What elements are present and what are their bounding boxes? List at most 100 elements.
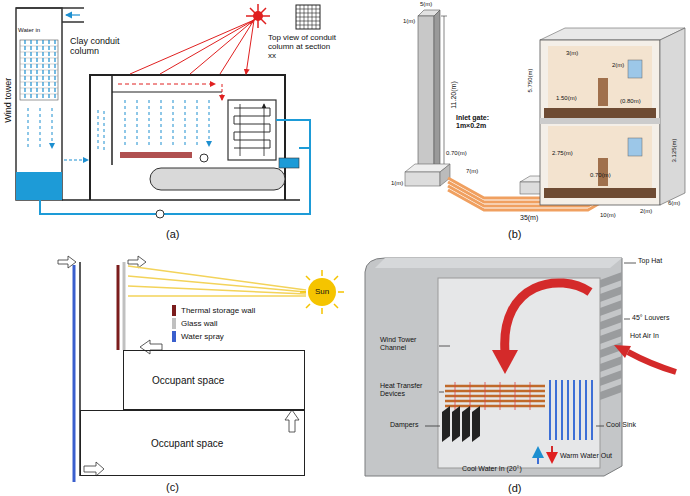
wind-tower-cutaway (438, 278, 600, 468)
wind-tower-system (40, 148, 310, 214)
part-label: Heat Transfer Devices (380, 382, 438, 398)
wind-tower-cutaway (365, 258, 676, 476)
legend-row: Glass wall (172, 317, 255, 330)
wind-tower-cutaway (442, 406, 450, 442)
panel-caption: (b) (508, 228, 521, 241)
building-model (544, 188, 656, 198)
part-label: Dampers (390, 421, 418, 429)
wind-tower-cutaway (628, 352, 676, 372)
building-model (540, 118, 660, 124)
dimension-label: 11.20(m) (450, 81, 458, 109)
dimension-label: 1.50(m) (556, 95, 577, 102)
legend-swatch (172, 318, 176, 329)
building-model (405, 172, 440, 186)
wind-tower-cutaway (600, 272, 622, 288)
wind-tower-cutaway (472, 406, 480, 442)
dimension-label: 1(m) (403, 18, 415, 25)
building-model (628, 60, 642, 78)
wind-tower-cutaway (600, 328, 622, 344)
panel-caption: (a) (166, 228, 179, 241)
dimension-label: 2(m) (640, 208, 652, 215)
solar-chimney-section (58, 256, 76, 268)
part-label: Wind Tower Channel (380, 336, 436, 352)
building-model (418, 16, 434, 172)
wind-tower-cutaway (614, 345, 631, 358)
wind-tower-system (240, 104, 264, 156)
wind-tower-system (20, 40, 58, 100)
part-label: Top view of conduit column at section xx (268, 33, 338, 61)
wind-tower-system (125, 100, 209, 146)
wind-tower-system (279, 158, 299, 168)
part-label: Hot Air In (630, 332, 659, 340)
building-model (540, 40, 660, 205)
wind-tower-system (130, 20, 254, 74)
wind-tower-cutaway (537, 448, 539, 464)
solar-chimney-section (73, 265, 76, 482)
wind-tower-system (296, 5, 320, 29)
part-label: Water in (18, 27, 40, 34)
wind-tower-system (228, 100, 276, 160)
solar-chimney-section (123, 262, 126, 350)
occupant-space: Occupant space (123, 350, 305, 410)
wind-tower-system (90, 75, 285, 200)
wind-tower-system (156, 210, 164, 218)
wind-tower-system (200, 154, 208, 162)
wind-tower-cutaway (600, 370, 622, 386)
dimension-label: 3(m) (566, 50, 578, 57)
building-model (628, 138, 642, 156)
wind-tower-cutaway (425, 263, 636, 426)
wind-tower-system (234, 108, 270, 148)
dimension-label: 10(m) (600, 212, 616, 219)
solar-chimney-section (308, 278, 336, 306)
wind-tower-system (64, 160, 88, 161)
wind-tower-cutaway (375, 258, 622, 268)
building-model (598, 78, 608, 106)
wind-tower-system (98, 110, 104, 150)
wind-tower-cutaway (455, 382, 530, 410)
wind-tower-system (20, 46, 58, 94)
dimension-label: 0.70(m) (590, 172, 611, 179)
solar-chimney-section (58, 256, 344, 482)
dimension-label: 3.125(m) (671, 138, 678, 162)
solar-chimney-section (300, 270, 344, 314)
wind-tower-cutaway (600, 300, 622, 316)
wind-tower-cutaway (452, 406, 460, 442)
wind-tower-cutaway (551, 446, 553, 462)
wind-tower-cutaway (600, 356, 622, 372)
solar-chimney-section (84, 462, 104, 476)
wind-tower-system (118, 84, 215, 85)
part-label: Cool Water In (20°) (462, 465, 522, 473)
wind-tower-cutaway (600, 314, 622, 330)
solar-chimney-section (285, 410, 299, 432)
building-model (441, 16, 447, 170)
solar-chimney-section (128, 266, 306, 296)
legend: Thermal storage wallGlass wallWater spra… (172, 304, 255, 343)
wind-tower-system (120, 152, 192, 158)
building-model (548, 46, 652, 108)
part-label: Cool Sink (606, 421, 636, 429)
building-model (444, 16, 445, 170)
building-model (544, 108, 656, 118)
legend-swatch (172, 305, 176, 316)
wind-tower-system (16, 8, 62, 200)
space-label: Occupant space (152, 375, 224, 386)
wind-tower-system (16, 172, 62, 200)
solar-chimney-section (140, 340, 162, 354)
dimension-label: 2.75(m) (552, 150, 573, 157)
wind-tower-cutaway (492, 350, 518, 374)
legend-row: Thermal storage wall (172, 304, 255, 317)
dimension-label: 1(m) (391, 180, 403, 187)
occupant-space: Occupant space (80, 410, 305, 476)
dimension-label: 6(m) (668, 200, 680, 207)
part-label: Wind tower (3, 77, 13, 122)
wind-tower-system (112, 91, 222, 92)
dimension-label: 5(m) (420, 1, 432, 8)
wind-tower-cutaway (600, 286, 622, 302)
dimension-label: 0.70(m) (446, 150, 467, 157)
legend-swatch (172, 331, 176, 342)
building-model (548, 126, 652, 188)
wind-tower-system (296, 5, 320, 29)
wind-tower-cutaway (365, 258, 622, 476)
